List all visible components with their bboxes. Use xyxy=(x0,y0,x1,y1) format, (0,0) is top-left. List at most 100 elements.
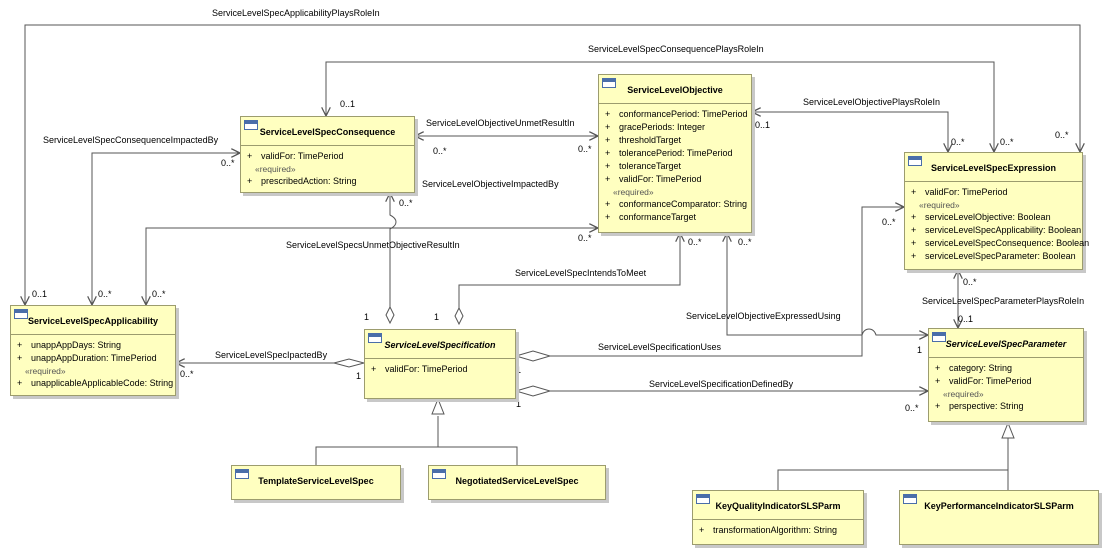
attribute: +validFor: TimePeriod xyxy=(371,364,468,374)
attribute: +conformancePeriod: TimePeriod xyxy=(605,109,748,119)
assoc-label-objective-impacted-by: ServiceLevelObjectiveImpactedBy xyxy=(422,179,559,189)
multiplicity: 0..1 xyxy=(755,120,771,130)
attribute: +serviceLevelObjective: Boolean xyxy=(911,212,1051,222)
edge-intends-to-meet xyxy=(458,233,680,308)
attribute: +toleranceTarget xyxy=(605,161,682,171)
multiplicity: 0..* xyxy=(399,198,413,208)
multiplicity: 0..1 xyxy=(32,289,48,299)
multiplicity: 0..* xyxy=(882,217,896,227)
edge-applicability-plays-role-in xyxy=(25,24,1080,305)
class-service-level-spec-applicability[interactable]: ServiceLevelSpecApplicability +unappAppD… xyxy=(10,305,176,396)
class-name: NegotiatedServiceLevelSpec xyxy=(455,476,579,486)
class-key-performance-indicator-sls-parm[interactable]: KeyPerformanceIndicatorSLSParm xyxy=(899,490,1099,545)
multiplicity: 1 xyxy=(516,365,522,375)
edge-consequence-plays-role-in xyxy=(326,61,994,152)
class-negotiated-service-level-spec[interactable]: NegotiatedServiceLevelSpec xyxy=(428,465,606,500)
class-icon xyxy=(696,494,710,504)
class-name: ServiceLevelSpecConsequence xyxy=(259,127,396,137)
class-name: ServiceLevelSpecApplicability xyxy=(27,316,159,326)
multiplicity: 1 xyxy=(364,312,370,322)
multiplicity: 0..1 xyxy=(958,314,974,324)
class-icon xyxy=(14,309,28,319)
attribute: +serviceLevelSpecParameter: Boolean xyxy=(911,251,1076,261)
stereotype-required: «required» xyxy=(25,366,66,376)
class-name: TemplateServiceLevelSpec xyxy=(258,476,374,486)
assoc-label-parameter-plays-role-in: ServiceLevelSpecParameterPlaysRoleIn xyxy=(922,296,1085,306)
edge-specification-uses xyxy=(550,207,904,357)
attribute: +transformationAlgorithm: String xyxy=(699,525,838,535)
aggregation-diamond xyxy=(514,350,552,362)
class-service-level-spec-expression[interactable]: ServiceLevelSpecExpression +validFor: Ti… xyxy=(904,152,1090,270)
attribute: +unapplicableApplicableCode: String xyxy=(17,378,174,388)
attribute: +conformanceTarget xyxy=(605,212,697,222)
attribute: +perspective: String xyxy=(935,401,1024,411)
assoc-label-specs-unmet-objective-result-in: ServiceLevelSpecsUnmetObjectiveResultIn xyxy=(286,240,460,250)
attribute: +tolerancePeriod: TimePeriod xyxy=(605,148,733,158)
assoc-label-ipacted-by: ServiceLevelSpecIpactedBy xyxy=(215,350,328,360)
assoc-label-objective-expressed-using: ServiceLevelObjectiveExpressedUsing xyxy=(686,311,841,321)
attribute: +unappAppDuration: TimePeriod xyxy=(17,353,157,363)
assoc-label-specification-uses: ServiceLevelSpecificationUses xyxy=(598,342,722,352)
class-icon xyxy=(244,120,258,130)
multiplicity: 0..* xyxy=(951,137,965,147)
edge-consequence-impacted-by xyxy=(92,153,240,305)
attribute: +validFor: TimePeriod xyxy=(935,376,1032,386)
class-service-level-spec-consequence[interactable]: ServiceLevelSpecConsequence +validFor: T… xyxy=(240,116,415,193)
attribute: +category: String xyxy=(935,363,1013,373)
class-icon xyxy=(908,156,922,166)
attribute: +gracePeriods: Integer xyxy=(605,122,706,132)
multiplicity: 0..1 xyxy=(340,99,356,109)
attribute: +unappAppDays: String xyxy=(17,340,122,350)
attribute: +validFor: TimePeriod xyxy=(605,174,702,184)
attribute: +serviceLevelSpecApplicability: Boolean xyxy=(911,225,1082,235)
class-service-level-spec-parameter[interactable]: ServiceLevelSpecParameter +category: Str… xyxy=(928,328,1084,422)
aggregation-diamond xyxy=(385,305,395,325)
multiplicity: 1 xyxy=(516,399,522,409)
class-name: ServiceLevelObjective xyxy=(627,85,723,95)
multiplicity: 0..* xyxy=(905,403,919,413)
attribute: +serviceLevelSpecConsequence: Boolean xyxy=(911,238,1090,248)
assoc-label-intends-to-meet: ServiceLevelSpecIntendsToMeet xyxy=(515,268,647,278)
class-icon xyxy=(368,333,382,343)
edge-generalization-parameter xyxy=(777,438,1009,490)
multiplicity: 0..* xyxy=(433,146,447,156)
assoc-label-objective-unmet-result-in: ServiceLevelObjectiveUnmetResultIn xyxy=(426,118,575,128)
multiplicity: 0..* xyxy=(688,237,702,247)
multiplicity: 0..* xyxy=(738,237,752,247)
multiplicity: 0..* xyxy=(180,369,194,379)
class-service-level-objective[interactable]: ServiceLevelObjective +conformancePeriod… xyxy=(598,74,752,233)
generalization-triangle xyxy=(431,397,445,415)
edge-generalization-spec xyxy=(315,416,518,465)
stereotype-required: «required» xyxy=(255,164,296,174)
edge-objective-impacted-by xyxy=(146,228,598,305)
assoc-label-objective-plays-role-in: ServiceLevelObjectivePlaysRoleIn xyxy=(803,97,941,107)
multiplicity: 0..* xyxy=(1055,130,1069,140)
class-service-level-specification[interactable]: ServiceLevelSpecification +validFor: Tim… xyxy=(364,329,516,399)
aggregation-diamond xyxy=(454,306,464,326)
edge-specs-unmet-objective-result-in xyxy=(390,193,397,323)
multiplicity: 0..* xyxy=(152,289,166,299)
class-template-service-level-spec[interactable]: TemplateServiceLevelSpec xyxy=(231,465,401,500)
class-icon xyxy=(932,332,946,342)
assoc-label-specification-defined-by: ServiceLevelSpecificationDefinedBy xyxy=(649,379,794,389)
multiplicity: 0..* xyxy=(1000,137,1014,147)
multiplicity: 1 xyxy=(434,312,440,322)
multiplicity: 0..* xyxy=(578,144,592,154)
class-key-quality-indicator-sls-parm[interactable]: KeyQualityIndicatorSLSParm +transformati… xyxy=(692,490,864,545)
edge-objective-plays-role-in xyxy=(752,112,948,152)
stereotype-required: «required» xyxy=(919,200,960,210)
multiplicity: 1 xyxy=(356,371,362,381)
class-name: KeyPerformanceIndicatorSLSParm xyxy=(924,501,1074,511)
assoc-label-consequence-impacted-by: ServiceLevelSpecConsequenceImpactedBy xyxy=(43,135,219,145)
class-name: ServiceLevelSpecification xyxy=(384,340,496,350)
attribute: +prescribedAction: String xyxy=(247,176,357,186)
attribute: +validFor: TimePeriod xyxy=(911,187,1008,197)
class-name: KeyQualityIndicatorSLSParm xyxy=(715,501,841,511)
attribute: +thresholdTarget xyxy=(605,135,682,145)
aggregation-diamond xyxy=(514,385,552,397)
class-name: ServiceLevelSpecExpression xyxy=(930,163,1057,173)
attribute: +conformanceComparator: String xyxy=(605,199,748,209)
class-icon xyxy=(432,469,446,479)
multiplicity: 1 xyxy=(917,345,923,355)
aggregation-diamond xyxy=(332,358,366,368)
